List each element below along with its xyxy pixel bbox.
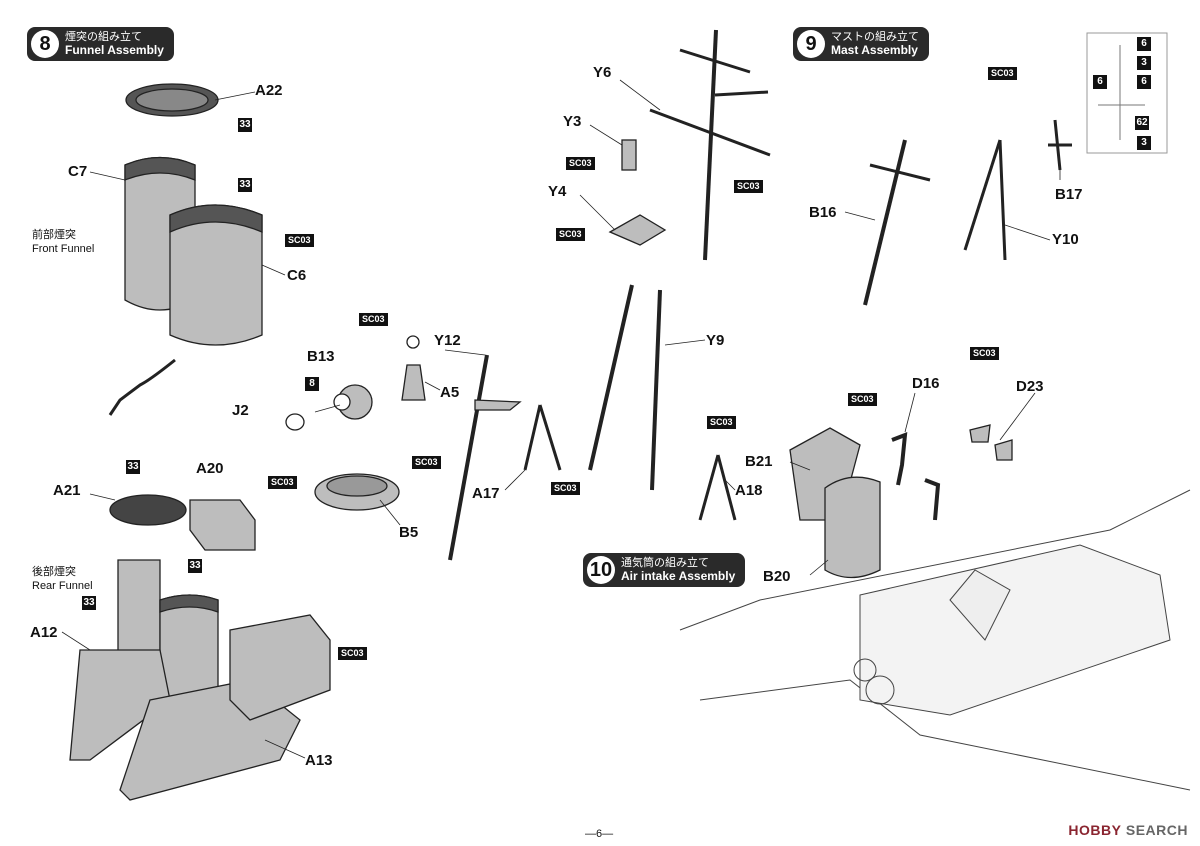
- color-callout: 33: [238, 118, 252, 132]
- step-number: 9: [797, 30, 825, 58]
- color-callout: 6: [1093, 75, 1107, 89]
- part-label: A12: [30, 624, 58, 641]
- part-label: B21: [745, 453, 773, 470]
- watermark-rest: SEARCH: [1125, 822, 1188, 838]
- sc03-tag: SC03: [988, 67, 1017, 80]
- part-label: Y6: [593, 64, 612, 81]
- color-callout: 33: [188, 559, 202, 573]
- rear-funnel-note: 後部煙突 Rear Funnel: [32, 565, 93, 593]
- step-number: 8: [31, 30, 59, 58]
- sc03-tag: SC03: [551, 482, 580, 495]
- part-label: Y3: [563, 113, 582, 130]
- sc03-tag: SC03: [848, 393, 877, 406]
- color-callout: 6: [1137, 75, 1151, 89]
- part-label: A17: [472, 485, 500, 502]
- color-callout: 8: [305, 377, 319, 391]
- watermark-brand: HOBBY: [1068, 822, 1122, 838]
- part-label: A5: [440, 384, 460, 401]
- part-label: C7: [68, 163, 88, 180]
- part-label: Y9: [706, 332, 725, 349]
- color-callout: 33: [238, 178, 252, 192]
- part-label: D16: [912, 375, 940, 392]
- front-funnel-jp: 前部煙突: [32, 229, 76, 241]
- color-callout: 6: [1137, 37, 1151, 51]
- watermark: HOBBY SEARCH: [1068, 822, 1188, 838]
- sc03-tag: SC03: [268, 476, 297, 489]
- part-label: B16: [809, 204, 837, 221]
- part-label: B5: [399, 524, 419, 541]
- sc03-tag: SC03: [412, 456, 441, 469]
- sc03-tag: SC03: [338, 647, 367, 660]
- part-label: Y4: [548, 183, 567, 200]
- step-number: 10: [587, 556, 615, 584]
- page-number: —6—: [585, 828, 614, 840]
- color-callout: 3: [1137, 136, 1151, 150]
- part-label: J2: [232, 402, 249, 419]
- sc03-tag: SC03: [970, 347, 999, 360]
- part-label: Y12: [434, 332, 461, 349]
- color-callout: 3: [1137, 56, 1151, 70]
- part-label: A22: [255, 82, 283, 99]
- step-title-jp: 煙突の組み立て: [65, 31, 142, 43]
- step-title-en: Mast Assembly: [831, 43, 918, 57]
- step-title-en: Air intake Assembly: [621, 569, 736, 583]
- sc03-tag: SC03: [359, 313, 388, 326]
- sc03-tag: SC03: [707, 416, 736, 429]
- part-label: B13: [307, 348, 335, 365]
- step-title-jp: 通気筒の組み立て: [621, 557, 709, 569]
- color-callout: 33: [126, 460, 140, 474]
- sc03-tag: SC03: [285, 234, 314, 247]
- step-title-jp: マストの組み立て: [831, 31, 919, 43]
- part-label: B20: [763, 568, 791, 585]
- color-callout: 33: [82, 596, 96, 610]
- sc03-tag: SC03: [566, 157, 595, 170]
- part-label: A20: [196, 460, 224, 477]
- part-label: Y10: [1052, 231, 1079, 248]
- sc03-tag: SC03: [734, 180, 763, 193]
- front-funnel-en: Front Funnel: [32, 243, 95, 255]
- part-label: A13: [305, 752, 333, 769]
- part-label: C6: [287, 267, 307, 284]
- part-label: A18: [735, 482, 763, 499]
- rear-funnel-jp: 後部煙突: [32, 566, 76, 578]
- rear-funnel-en: Rear Funnel: [32, 580, 93, 592]
- color-callout: 62: [1135, 116, 1149, 130]
- front-funnel-note: 前部煙突 Front Funnel: [32, 228, 94, 256]
- part-label: D23: [1016, 378, 1044, 395]
- part-label: B17: [1055, 186, 1083, 203]
- sc03-tag: SC03: [556, 228, 585, 241]
- step-title-en: Funnel Assembly: [65, 43, 164, 57]
- part-label: A21: [53, 482, 81, 499]
